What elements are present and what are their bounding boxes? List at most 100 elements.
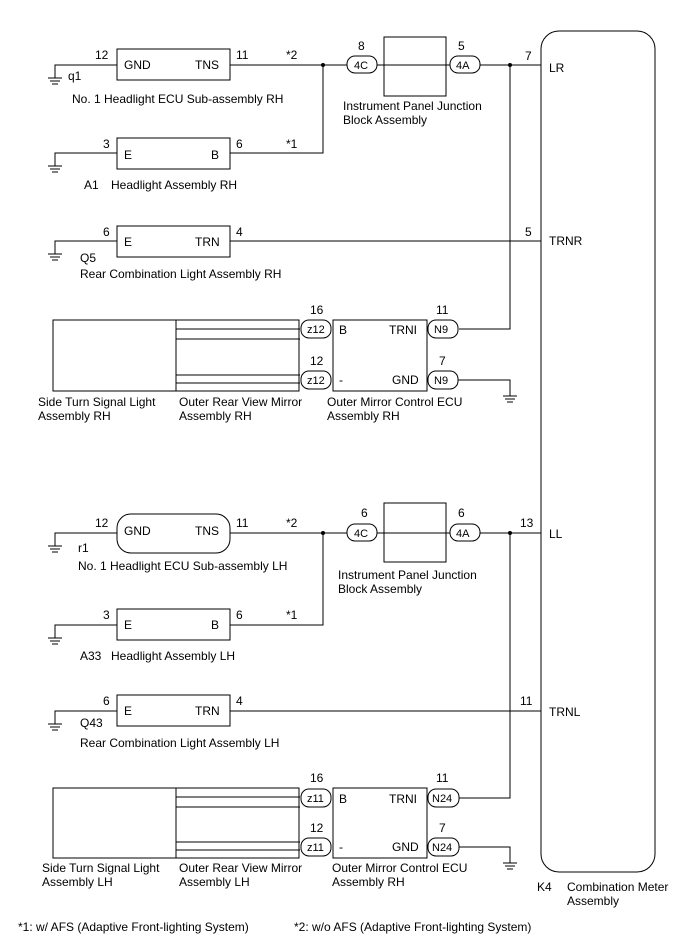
lh-rear-light-pin-trn: 4 (236, 694, 243, 708)
lh-mirror-ecu-connector-minus (300, 837, 332, 857)
lh-headlight-ecu-code: r1 (78, 541, 89, 555)
lh-mirror-ecu-pin-minus: 12 (310, 821, 324, 835)
lh-headlight-pin-e: 3 (103, 608, 110, 622)
rh-jb-pin-out: 5 (458, 39, 465, 53)
rh-rear-light-name: Rear Combination Light Assembly RH (80, 267, 281, 281)
rh-jb-name-line1: Instrument Panel Junction (343, 99, 482, 113)
lh-mirror-ecu-box (332, 787, 428, 859)
lh-jb-pin-in: 6 (361, 506, 368, 520)
lh-headlight-code: A33 (80, 649, 102, 663)
lh-mirror-ecu-connector-minus-label: z11 (307, 842, 324, 854)
lh-side-turn-light-box (52, 787, 177, 859)
rh-rear-light-ground-icon (47, 247, 63, 261)
rh-mirror-ecu-terminal-trni: TRNI (389, 323, 417, 337)
rh-headlight-ecu-pin-gnd: 12 (95, 48, 109, 62)
lh-rear-light-terminal-trn: TRN (195, 704, 220, 718)
lh-mirror-ecu-ground-icon (502, 856, 518, 870)
rh-mirror-ecu-ground-wire (458, 379, 511, 390)
rh-headlight-terminal-b: B (211, 148, 219, 162)
rh-mirror-ecu-pin-gnd: 7 (439, 354, 446, 368)
lh-mirror-ecu-pin-b: 16 (310, 771, 324, 785)
meter-code: K4 (537, 880, 552, 894)
lh-jb-connector-out-label: 4A (456, 528, 470, 540)
lh-headlight-ground-wire (54, 624, 117, 632)
rh-rear-light-pin-e: 6 (103, 225, 110, 239)
lh-mirror-ecu-terminal-trni: TRNI (389, 792, 417, 806)
rh-headlight-ecu-ground-wire (54, 64, 117, 72)
lh-wire-trni-to-splice (459, 533, 511, 799)
rh-note-tns: *2 (286, 48, 298, 62)
lh-jb-pin-out: 6 (458, 506, 465, 520)
lh-mirror-ecu-connector-b-label: z11 (307, 793, 324, 805)
rh-mirror-ecu-name-line2: Assembly RH (327, 409, 400, 423)
lh-outer-mirror-name-line1: Outer Rear View Mirror (179, 861, 302, 875)
lh-headlight-ecu-ground-wire (54, 532, 117, 540)
rh-mirror-ecu-connector-minus (300, 370, 332, 390)
lh-mirror-ecu-connector-gnd-label: N24 (432, 842, 452, 854)
meter-terminal-trnl: TRNL (549, 705, 581, 719)
rh-rear-light-terminal-e: E (124, 235, 132, 249)
meter-pin-lr: 7 (525, 49, 532, 63)
rh-headlight-box (116, 137, 231, 170)
rh-side-turn-name-line1: Side Turn Signal Light (38, 395, 156, 409)
rh-rear-combination-light: E TRN 6 4 Q5 Rear Combination Light Asse… (47, 225, 541, 281)
rh-jb-connector-out-label: 4A (456, 60, 470, 72)
lh-mirror-ecu-terminal-gnd: GND (392, 840, 419, 854)
rh-mirror-ecu-terminal-minus: - (339, 373, 343, 387)
rh-headlight-ground-icon (47, 159, 63, 173)
rh-headlight-pin-e: 3 (103, 137, 110, 151)
lh-rear-light-code: Q43 (80, 716, 103, 730)
rh-headlight-code: A1 (84, 178, 99, 192)
lh-mirror-ecu-pin-gnd: 7 (439, 821, 446, 835)
rh-jb-name-line2: Block Assembly (343, 113, 427, 127)
lh-jb-connector-in-label: 4C (354, 528, 368, 540)
rh-rear-light-box (116, 225, 231, 258)
rh-headlight-ecu-terminal-gnd: GND (124, 58, 151, 72)
rh-headlight-ecu-code: q1 (68, 69, 82, 83)
rh-headlight-assembly: E B 3 6 A1 Headlight Assembly RH *1 (47, 65, 324, 192)
rh-note-b: *1 (286, 137, 298, 151)
lh-side-turn-name-line2: Assembly LH (42, 875, 113, 889)
rh-section: GND TNS 12 11 q1 No. 1 Headlight ECU Sub… (38, 36, 541, 423)
lh-note-b: *1 (286, 608, 298, 622)
rh-headlight-ecu-name: No. 1 Headlight ECU Sub-assembly RH (72, 92, 283, 106)
lh-jb-name-line2: Block Assembly (338, 582, 422, 596)
lh-outer-mirror-name-line2: Assembly LH (179, 875, 250, 889)
rh-side-turn-light-box (52, 319, 177, 392)
rh-headlight-terminal-e: E (124, 148, 132, 162)
meter-pin-trnr: 5 (525, 225, 532, 239)
lh-headlight-ecu-pin-gnd: 12 (95, 516, 109, 530)
rh-mirror-group: z12 z12 N9 N9 B TRNI - GND 16 12 11 7 Si… (38, 303, 518, 423)
footnote-wo-afs: *2: w/o AFS (Adaptive Front-lighting Sys… (294, 920, 531, 934)
rh-side-turn-name-line2: Assembly RH (38, 409, 111, 423)
lh-headlight-pin-b: 6 (236, 608, 243, 622)
lh-section: GND TNS 12 11 r1 No. 1 Headlight ECU Sub… (42, 502, 541, 889)
rh-headlight-b-wire (230, 65, 324, 154)
lh-mirror-ecu-connector-trni (427, 788, 460, 808)
meter-name-line1: Combination Meter (567, 880, 668, 894)
lh-rear-light-name: Rear Combination Light Assembly LH (80, 736, 279, 750)
rh-mirror-ecu-ground-icon (502, 389, 518, 403)
lh-mirror-ecu-pin-trni: 11 (436, 771, 449, 785)
lh-jb-name-line1: Instrument Panel Junction (338, 568, 477, 582)
rh-headlight-ecu: GND TNS 12 11 q1 No. 1 Headlight ECU Sub… (47, 48, 323, 106)
rh-mirror-ecu-box (332, 319, 428, 392)
combination-meter: LR TRNR LL TRNL 7 5 13 11 K4 Combination… (520, 30, 668, 908)
lh-mirror-ecu-name-line2: Assembly RH (332, 875, 405, 889)
rh-rear-light-code: Q5 (80, 251, 96, 265)
rh-outer-mirror-name-line1: Outer Rear View Mirror (179, 395, 302, 409)
rh-mirror-ecu-pin-minus: 12 (310, 354, 324, 368)
meter-terminal-trnr: TRNR (549, 234, 583, 248)
rh-rear-light-ground-wire (54, 240, 117, 248)
lh-headlight-ecu-pin-tns: 11 (236, 516, 249, 530)
lh-junction-block: 4C 4A 6 6 Instrument Panel Junction Bloc… (338, 502, 481, 596)
lh-note-tns: *2 (286, 516, 298, 530)
lh-outer-mirror-box (175, 787, 300, 859)
footnote-w-afs: *1: w/ AFS (Adaptive Front-lighting Syst… (18, 920, 249, 934)
meter-pin-ll: 13 (520, 516, 534, 530)
lh-rear-light-terminal-e: E (124, 704, 132, 718)
meter-terminal-lr: LR (549, 61, 565, 75)
rh-wire-trni-to-splice (459, 65, 511, 330)
lh-headlight-ecu-ground-icon (47, 539, 63, 553)
